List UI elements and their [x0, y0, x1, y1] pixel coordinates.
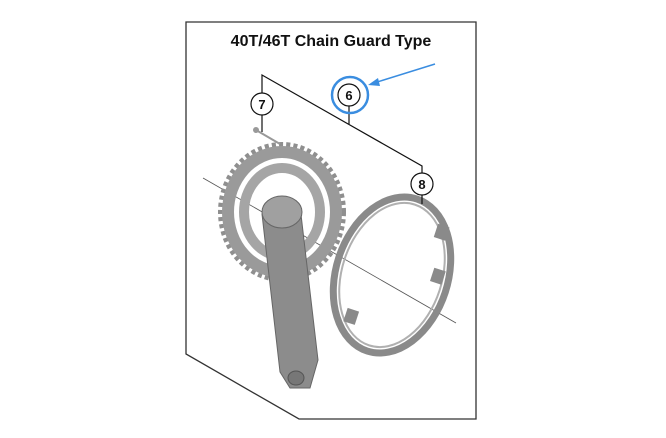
diagram-frame: [185, 21, 477, 420]
highlight-arrow-icon: [368, 63, 436, 86]
callout-6[interactable]: 6: [337, 83, 361, 107]
crank-arm: [261, 195, 319, 389]
bolt: [253, 127, 281, 145]
diagram-title: 40T/46T Chain Guard Type: [230, 33, 432, 50]
callout-8[interactable]: 8: [410, 172, 434, 196]
callout-7[interactable]: 7: [250, 92, 274, 116]
svg-text:7: 7: [258, 97, 265, 112]
svg-text:8: 8: [418, 177, 425, 192]
highlight-circle: [330, 75, 370, 115]
svg-text:6: 6: [345, 88, 352, 103]
chain-guard: [329, 193, 455, 357]
